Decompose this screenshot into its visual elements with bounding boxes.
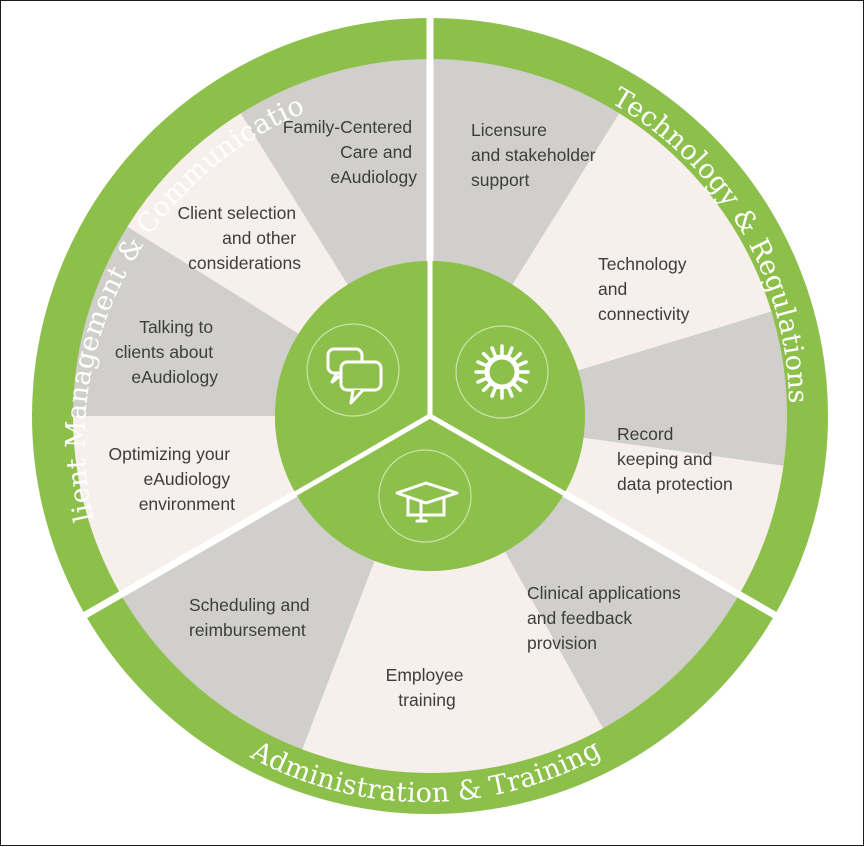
item-scheduling-reimbursement: Scheduling and reimbursement xyxy=(189,595,315,640)
hub-divider xyxy=(428,413,566,496)
item-talking-to-clients: Talking to clients about eAudiology xyxy=(115,317,218,387)
chat-bubbles-icon xyxy=(306,323,400,417)
wedge-licensure xyxy=(512,113,772,371)
wedge-talking-to-clients xyxy=(73,226,299,416)
gear-tooth xyxy=(490,386,497,398)
hub-dividers xyxy=(294,261,566,496)
gear-tooth xyxy=(507,386,514,398)
wedge-group xyxy=(73,59,788,773)
gear-tooth xyxy=(516,377,528,384)
wedge-family-centered-care xyxy=(430,59,620,285)
wedge-clinical-applications xyxy=(505,493,740,729)
item-optimizing-environment: Optimizing your eAudiology environment xyxy=(109,444,236,514)
item-record-keeping: Record keeping and data protection xyxy=(617,424,733,494)
item-licensure: Licensure and stakeholder support xyxy=(471,120,600,190)
item-employee-training: Employee training xyxy=(386,665,469,710)
wedge-family-centered-care-left xyxy=(240,59,430,285)
gear-tooth xyxy=(481,382,492,393)
graduation-cap-icon xyxy=(378,449,472,543)
gear-tooth xyxy=(512,351,523,362)
gear-tooth xyxy=(476,360,488,367)
item-family-centered-care: Family-Centered Care and eAudiology xyxy=(283,117,417,187)
section-separator xyxy=(560,489,779,620)
gear-tooth xyxy=(481,351,492,362)
wedge-technology-connectivity xyxy=(578,311,788,466)
item-client-selection: Client selection and other consideration… xyxy=(177,203,301,273)
separator-group xyxy=(81,16,779,620)
wedge-record-keeping xyxy=(564,437,784,595)
wedge-employee-training xyxy=(302,551,604,773)
gear-tooth xyxy=(476,377,488,384)
gear-tooth xyxy=(507,346,514,358)
wedge-optimizing-environment xyxy=(73,416,296,595)
gear-tooth xyxy=(512,382,523,393)
gear-tooth xyxy=(516,360,528,367)
gear-icon xyxy=(455,325,549,419)
wedge-client-selection xyxy=(127,113,348,334)
wedge-scheduling-reimbursement xyxy=(120,493,375,750)
item-technology-connectivity: Technology and connectivity xyxy=(598,254,691,324)
gear-tooth xyxy=(490,346,497,358)
hub-divider xyxy=(294,413,432,496)
section-separator xyxy=(81,489,300,620)
item-clinical-applications: Clinical applications and feedback provi… xyxy=(527,583,686,653)
